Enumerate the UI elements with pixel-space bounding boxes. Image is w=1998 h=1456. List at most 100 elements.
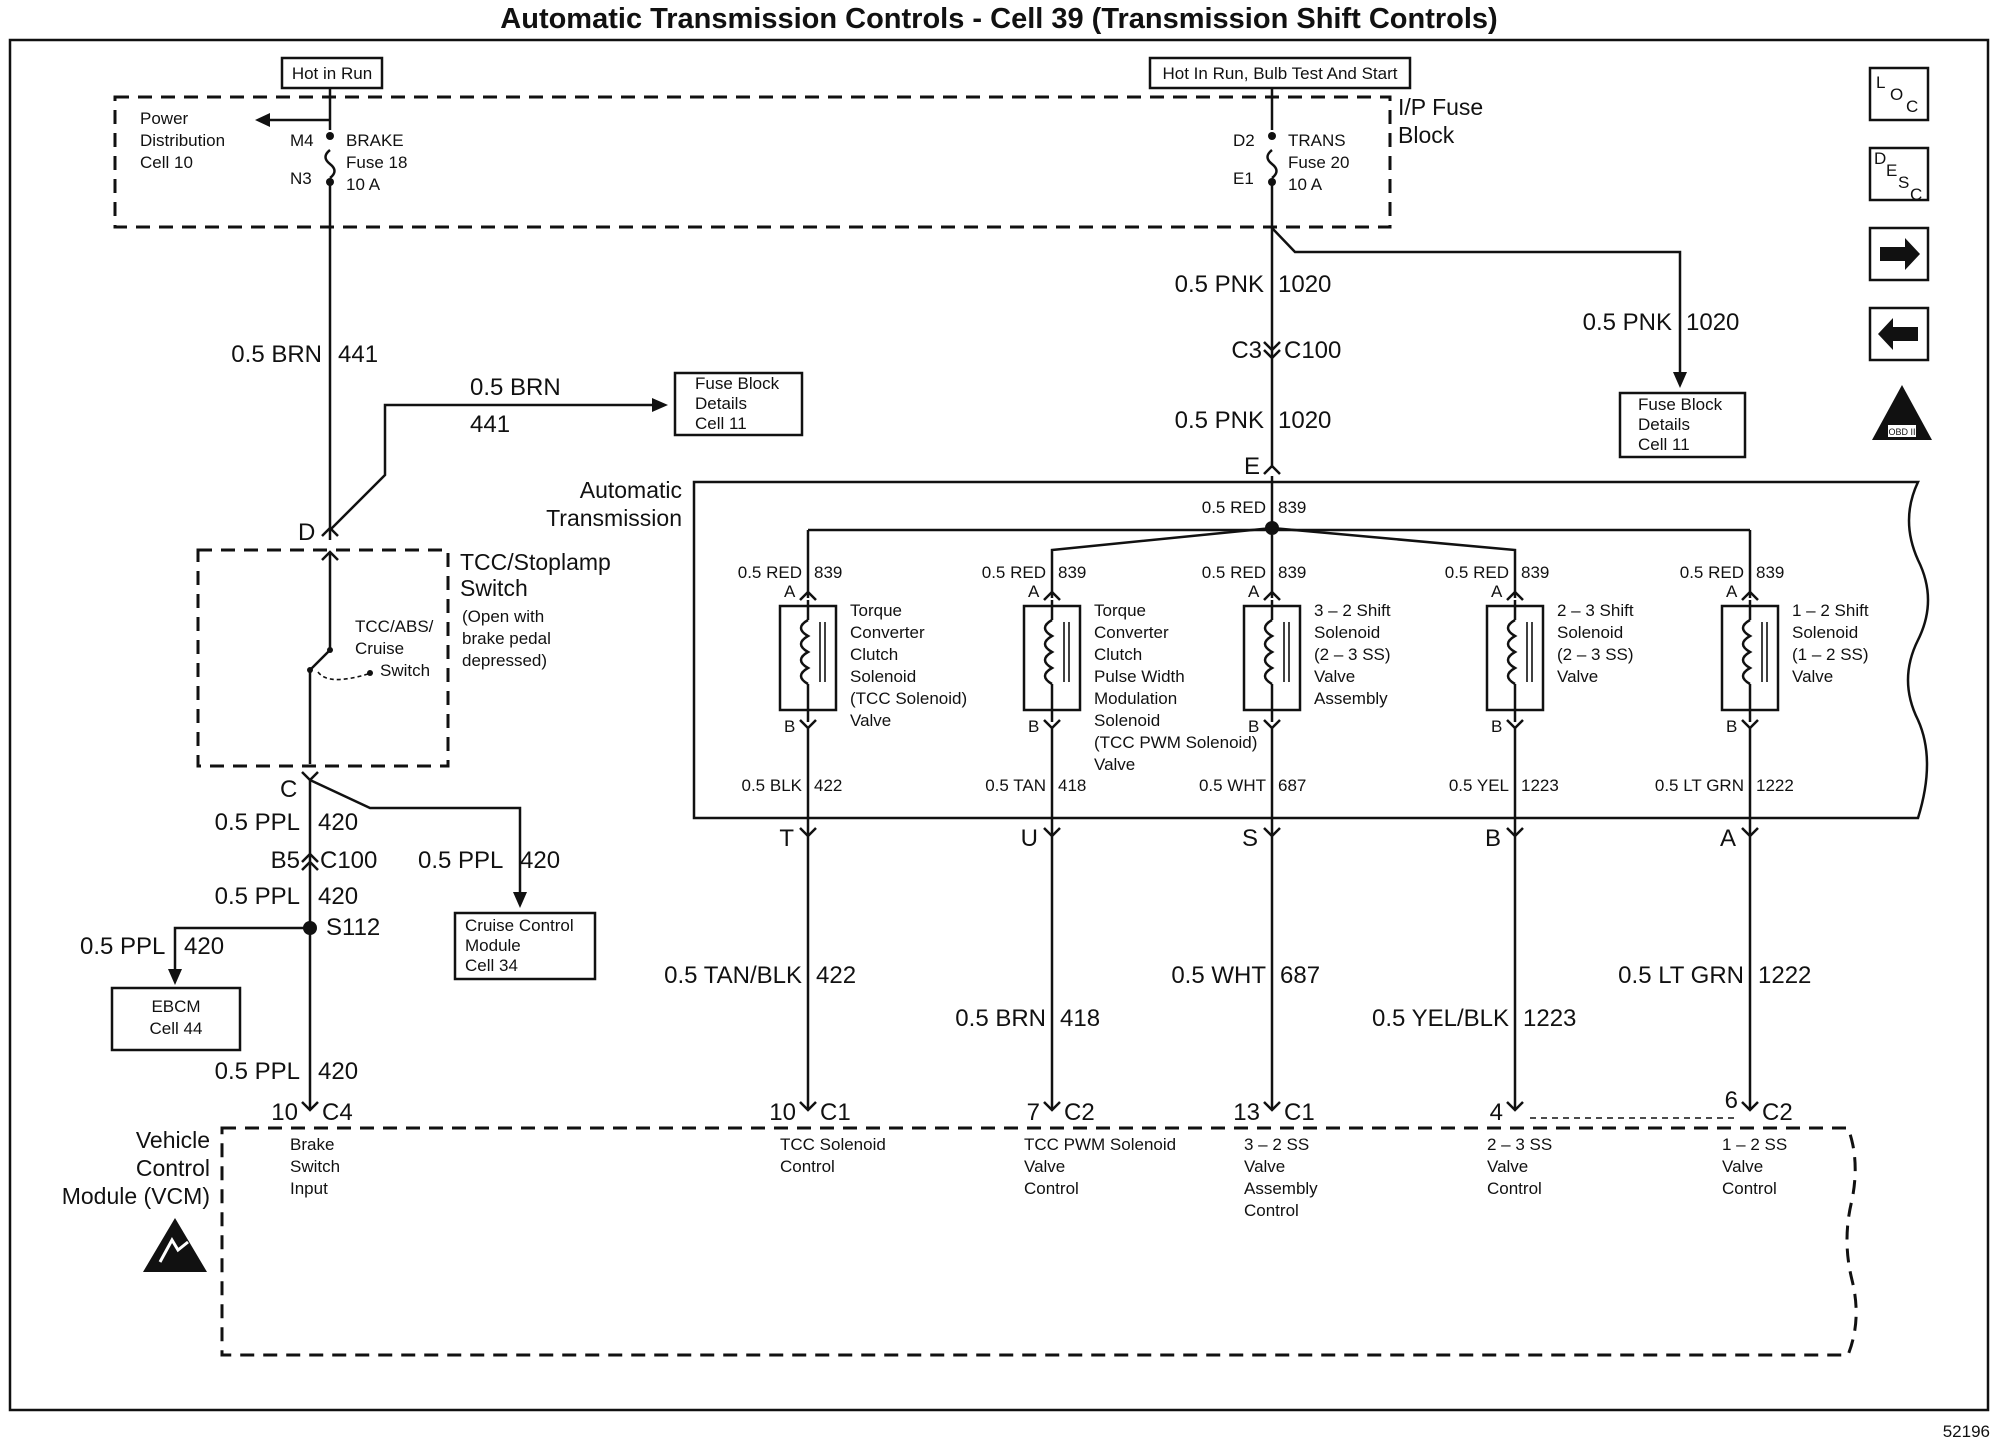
solenoid-name-line: Solenoid [850,667,916,686]
solenoid-bottom-gauge: 0.5 YEL [1449,776,1509,795]
solenoid-name-line: Solenoid [1557,623,1623,642]
harness-connector [799,827,817,838]
desc-icon[interactable]: D E S C [1868,146,1930,204]
power-dist-line-2: Distribution [140,131,225,150]
solenoid-name-line: Valve [1094,755,1135,774]
loc-icon[interactable]: L O C [1868,66,1930,122]
fuse-block-details-1-line-3: Cell 11 [695,414,747,433]
harness-connector-pin: B [1485,825,1501,852]
wire-ppl-420-ebcm [173,926,310,972]
fuse-block-details-2-line-2: Details [1638,415,1690,434]
next-arrow-icon[interactable] [1868,226,1930,282]
solenoid-bottom-circuit: 422 [814,776,842,795]
wire-brn-441-branch [329,403,655,531]
solenoid-bottom-circuit: 1222 [1756,776,1794,795]
solenoid-name-line: Valve [1557,667,1598,686]
vcm-connector [799,1101,817,1112]
page-title: Automatic Transmission Controls - Cell 3… [500,3,1497,35]
solenoid-coil [1263,618,1275,686]
page-frame [8,38,1990,1412]
wire-ppl-420-e-gauge: 0.5 PPL [215,1058,300,1085]
vcm-label-1: Vehicle [136,1127,210,1153]
solenoid-top-circuit: 839 [814,563,842,582]
vcm-brake-conn: C4 [322,1099,353,1126]
solenoid-pin-a-connector [799,590,817,601]
vcm-brake-label-3: Input [290,1179,328,1198]
brake-fuse-line-2: Fuse 18 [346,153,407,172]
solenoid-name-line: Modulation [1094,689,1177,708]
vcm-circuit-label: TCC Solenoid [780,1135,886,1154]
wire-ppl-420-ebcm-arrow [168,969,182,985]
wire-pnk-1020-c-gauge: 0.5 PNK [1175,407,1264,434]
prev-arrow-icon[interactable] [1868,306,1930,362]
tcc-switch-title-1: TCC/Stoplamp [460,549,611,575]
solenoid-name-line: Pulse Width [1094,667,1185,686]
solenoid-name-line: Converter [1094,623,1169,642]
svg-text:E: E [1886,161,1897,180]
tcc-switch-inner-3: Switch [380,661,430,680]
trans-fuse-line-2: Fuse 20 [1288,153,1349,172]
solenoid-name-line: (2 – 3 SS) [1314,645,1391,664]
page-code: 52196 [1943,1422,1990,1441]
c3-c100-left: C3 [1231,337,1262,364]
obd-ii-icon: OBD II [1872,385,1932,440]
brake-fuse-pin-top: M4 [290,131,314,150]
solenoid-pin-a-connector [1741,590,1759,601]
tcc-switch-outline [196,548,450,768]
vcm-conn: C1 [820,1099,851,1126]
solenoid-coil [799,618,811,686]
solenoid-name-line: Converter [850,623,925,642]
solenoid-coil [1043,618,1055,686]
ebcm-box [110,986,242,1052]
harness-circuit: 1222 [1758,962,1811,989]
wire-pnk-1020-branch-arrow [1673,372,1687,388]
solenoid-name-line: Clutch [1094,645,1142,664]
solenoid-name-line: Valve [850,711,891,730]
harness-circuit: 687 [1280,962,1320,989]
solenoid-name-line: 2 – 3 Shift [1557,601,1634,620]
cruise-module-line-3: Cell 34 [465,956,518,975]
auto-trans-bus-to-s2 [1050,526,1273,560]
vcm-circuit-label: TCC PWM Solenoid [1024,1135,1176,1154]
ip-fuse-block-outline [113,95,1392,229]
vcm-brake-label-2: Switch [290,1157,340,1176]
wire-ppl-420-b-circuit: 420 [318,883,358,910]
solenoid-name-line: (TCC PWM Solenoid) [1094,733,1257,752]
harness-gauge: 0.5 TAN/BLK [664,962,802,989]
fuse-block-details-2-line-3: Cell 11 [1638,435,1690,454]
solenoid-bottom-circuit: 1223 [1521,776,1559,795]
vcm-conn: C2 [1762,1099,1793,1126]
solenoid-coil [1506,618,1518,686]
trans-fuse-line-1: TRANS [1288,131,1346,150]
vcm-pin: 10 [769,1099,796,1126]
vcm-connector [1043,1101,1061,1112]
svg-text:O: O [1890,85,1903,104]
solenoid-pin-a-connector [1043,590,1061,601]
wire-ppl-420-c-gauge: 0.5 PPL [418,847,503,874]
solenoid-name-line: (1 – 2 SS) [1792,645,1869,664]
wire-ppl-420-cruise [309,778,522,895]
hot-in-run-label: Hot in Run [292,64,372,83]
esd-warning-icon [143,1218,207,1272]
solenoid-name-line: Valve [1314,667,1355,686]
solenoid-top-gauge: 0.5 RED [1202,563,1266,582]
solenoid-name-line: Assembly [1314,689,1388,708]
vcm-connector [1741,1101,1759,1112]
solenoid-name-line: Torque [1094,601,1146,620]
pin-d-connector [321,526,339,537]
solenoid-top-gauge: 0.5 RED [982,563,1046,582]
pin-d: D [298,519,315,546]
solenoid-top-circuit: 839 [1278,563,1306,582]
vcm-circuit-label: Control [1244,1201,1299,1220]
vcm-circuit-label: Assembly [1244,1179,1318,1198]
harness-connector-pin: S [1242,825,1258,852]
solenoid-name-line: Clutch [850,645,898,664]
solenoid-bottom-gauge: 0.5 TAN [985,776,1046,795]
ip-fuse-block-label-1: I/P Fuse [1398,94,1483,120]
svg-text:D: D [1874,149,1886,168]
solenoid-pin-a: A [1028,582,1040,601]
solenoid-top-gauge: 0.5 RED [1445,563,1509,582]
power-dist-line-3: Cell 10 [140,153,193,172]
